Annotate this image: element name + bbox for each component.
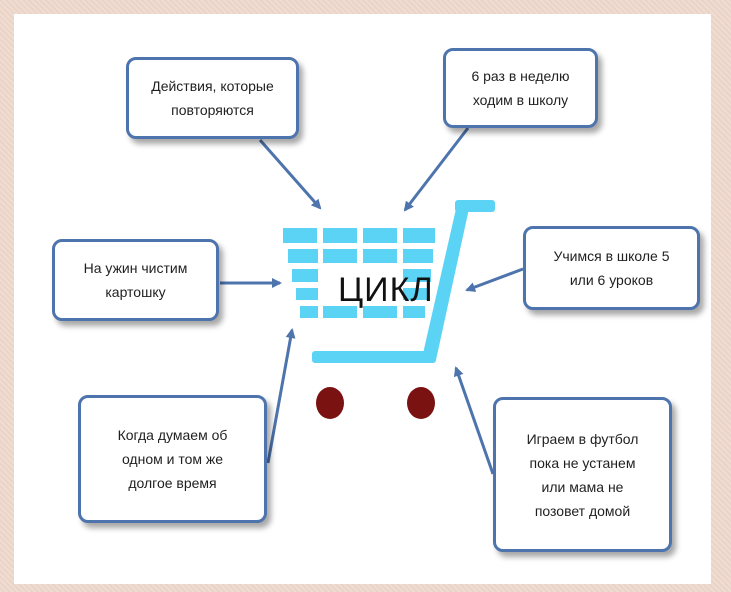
shopping-cart-icon [283, 200, 495, 363]
cart-cell [323, 228, 357, 243]
cart-wheel-left [316, 387, 344, 419]
cart-cell [403, 228, 435, 243]
cart-cell [403, 306, 425, 318]
cart-cell [300, 306, 318, 318]
arrow-top-left [258, 139, 322, 210]
cart-cell [283, 228, 317, 243]
arrow-bottom-left [266, 328, 296, 464]
cart-cell [323, 306, 357, 318]
cart-cell [363, 228, 397, 243]
cart-cell [363, 249, 397, 263]
cart-cell [403, 288, 429, 300]
cart-cell [403, 269, 431, 282]
cart-cell [363, 306, 397, 318]
cart-cell [288, 249, 318, 263]
cart-cell [296, 288, 318, 300]
cart-cell [292, 269, 318, 282]
box-school-six-days: 6 раз в неделю ходим в школу [443, 48, 598, 128]
cart-post [422, 200, 470, 360]
box-repeating-actions: Действия, которые повторяются [126, 57, 299, 139]
box-peeling-potatoes: На ужин чистим картошку [52, 239, 219, 321]
box-same-thoughts: Когда думаем об одном и том же долгое вр… [78, 395, 267, 523]
cart-cell [323, 249, 357, 263]
cart-base [312, 351, 436, 363]
arrow-top-right [403, 127, 470, 212]
arrow-bottom-right [453, 366, 495, 475]
arrow-mid-right [465, 267, 524, 292]
cart-cell [403, 249, 433, 263]
box-playing-football: Играем в футбол пока не устанем или мама… [493, 397, 672, 552]
box-school-lessons: Учимся в школе 5 или 6 уроков [523, 226, 700, 310]
center-label: ЦИКЛ [338, 271, 434, 309]
cart-wheel-right [407, 387, 435, 419]
